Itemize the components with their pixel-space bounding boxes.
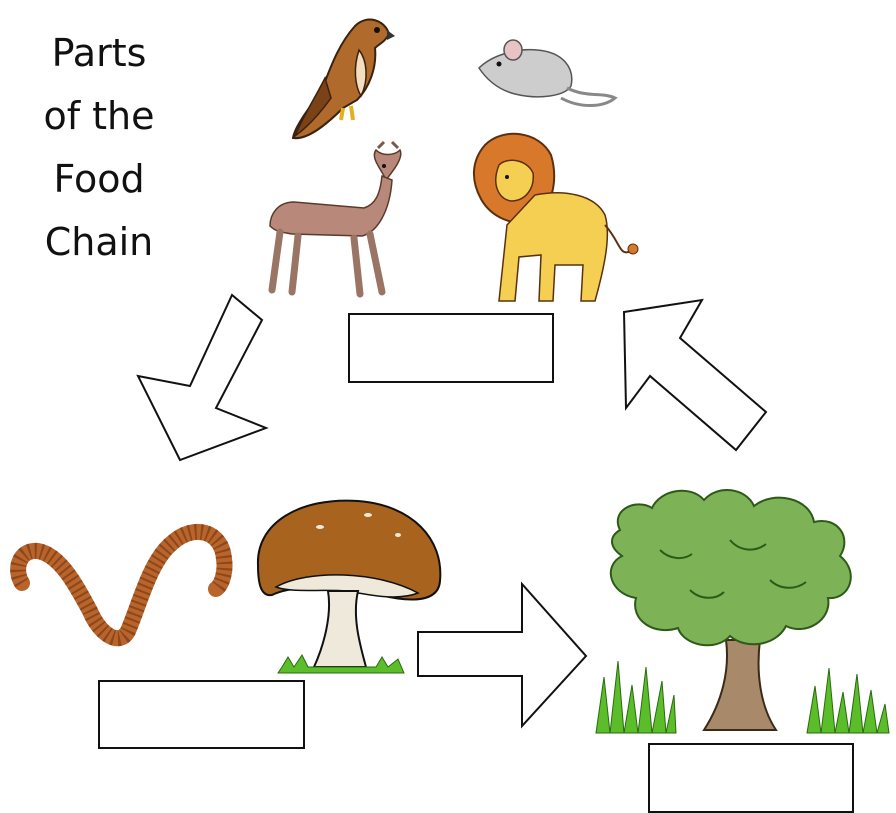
grass-left-picture [592, 655, 677, 735]
mushroom-picture [248, 495, 448, 680]
grass-right-picture [805, 660, 890, 735]
decomposers-label-box[interactable] [98, 680, 305, 749]
producers-label-box[interactable] [648, 743, 854, 813]
earthworm-picture [10, 515, 235, 655]
